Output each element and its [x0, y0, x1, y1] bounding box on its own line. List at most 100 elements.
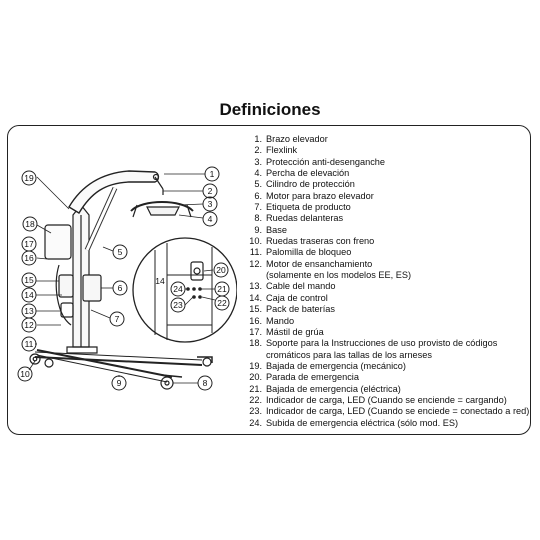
- definitions-list: 1. Brazo elevador 2. Flexlink 3. Protección a…: [240, 134, 536, 429]
- diagram-frame: [7, 125, 531, 435]
- definition-number: [240, 350, 266, 361]
- definition-item: (solamente en los modelos EE, ES): [240, 270, 536, 281]
- definition-text: Cable del mando: [266, 281, 336, 292]
- definition-number: 12.: [249, 258, 262, 269]
- callout-9: 9: [117, 378, 122, 388]
- callout-12: 12: [24, 320, 34, 330]
- callout-13: 13: [24, 306, 34, 316]
- callout-8: 8: [203, 378, 208, 388]
- definition-item: 11.Palomilla de bloqueo: [240, 247, 536, 258]
- definition-text: Brazo elevador: [266, 134, 328, 144]
- definition-text: Motor de ensanchamiento: [266, 258, 373, 269]
- definition-item: 12. Motor de ensanchamiento: [240, 259, 536, 270]
- callout-20: 20: [216, 265, 226, 275]
- definition-number: 5.: [254, 179, 262, 190]
- definition-item: 15. Pack de baterías: [240, 304, 536, 315]
- spreader-bar-illustration: [130, 189, 194, 218]
- definition-text: cromáticos para las tallas de los arnese…: [266, 349, 432, 360]
- definition-number: 1.: [254, 134, 262, 144]
- patient-lift-diagram: 1 2 3 4 5 6 7 8 9 10 11 12 13 14 15 16 1…: [17, 166, 237, 391]
- definition-text: Indicador de carga, LED (Cuando se encie…: [266, 406, 530, 417]
- definition-text: (solamente en los modelos EE, ES): [266, 270, 412, 281]
- definition-text: Subida de emergencia eléctrica (sólo mod…: [266, 417, 459, 428]
- definition-number: 18.: [249, 338, 262, 349]
- definition-item: 23. Indicador de carga, LED (Cuando se en…: [240, 406, 536, 417]
- mast-illustration: [66, 204, 98, 354]
- definition-text: Ruedas traseras con freno: [266, 236, 375, 247]
- callout-11: 11: [25, 339, 34, 349]
- definition-text: Cilindro de protección: [266, 179, 355, 190]
- definition-text: Mando: [266, 315, 295, 326]
- actuator-illustration: [84, 186, 118, 252]
- definition-text: Indicador de carga, LED (Cuando se encie…: [266, 394, 507, 405]
- rear-wheels-illustration: [29, 353, 54, 368]
- callout-16: 16: [24, 253, 34, 263]
- callout-10: 10: [20, 369, 30, 379]
- callout-17: 17: [24, 239, 34, 249]
- definition-number: 20.: [249, 372, 262, 383]
- definition-item: 5. Cilindro de protección: [240, 179, 536, 190]
- definition-number: 6.: [254, 190, 262, 201]
- definition-item: cromáticos para las tallas de los arnese…: [240, 350, 536, 361]
- definition-item: 14.Caja de control: [240, 293, 536, 304]
- definition-number: 9.: [254, 224, 262, 235]
- definition-number: 19.: [249, 360, 262, 371]
- callout-1: 1: [210, 169, 215, 179]
- definition-item: 18. Soporte para la Instrucciones de uso …: [240, 338, 536, 349]
- definition-number: 21.: [249, 383, 262, 394]
- definition-text: Percha de elevación: [266, 168, 350, 179]
- callout-14-inset: 14: [155, 276, 165, 286]
- callout-4: 4: [208, 214, 213, 224]
- definition-item: 3. Protección anti-desenganche: [240, 157, 536, 168]
- callout-21: 21: [217, 284, 227, 294]
- definition-number: 22.: [249, 394, 262, 405]
- definition-text: Pack de baterías: [266, 304, 335, 315]
- definition-item: 24. Subida de emergencia eléctrica (sólo …: [240, 418, 536, 429]
- definition-number: 14.: [249, 292, 262, 303]
- definition-number: 2.: [254, 145, 262, 156]
- definition-text: Soporte para la Instrucciones de uso pro…: [266, 338, 498, 349]
- base-illustration: [34, 349, 213, 383]
- callout-5: 5: [118, 247, 123, 257]
- definition-number: 24.: [249, 417, 262, 428]
- definition-item: 9. Base: [240, 225, 536, 236]
- definition-number: 7.: [254, 202, 262, 213]
- definition-number: 17.: [249, 326, 262, 337]
- definition-item: 21. Bajada de emergencia (eléctrica): [240, 384, 536, 395]
- definition-number: 4.: [254, 168, 262, 179]
- definition-number: 8.: [254, 213, 262, 224]
- definition-item: 19. Bajada de emergencia (mecánico): [240, 361, 536, 372]
- callout-markers: [17, 166, 230, 391]
- definition-text: Palomilla de bloqueo: [266, 247, 352, 258]
- definition-item: 17.Mástil de grúa: [240, 327, 536, 338]
- definition-text: Bajada de emergencia (eléctrica): [266, 383, 401, 394]
- definition-text: Base: [266, 224, 287, 235]
- definition-item: 8. Ruedas delanteras: [240, 213, 536, 224]
- definition-text: Bajada de emergencia (mecánico): [266, 360, 406, 371]
- definition-item: 10.Ruedas traseras con freno: [240, 236, 536, 247]
- definition-text: Motor para brazo elevador: [266, 190, 374, 201]
- definition-item: 1. Brazo elevador: [240, 134, 536, 145]
- control-box-illustration: [44, 224, 102, 326]
- definition-item: 6. Motor para brazo elevador: [240, 191, 536, 202]
- callout-6: 6: [118, 283, 123, 293]
- callout-3: 3: [208, 199, 213, 209]
- definition-text: Protección anti-desenganche: [266, 156, 386, 167]
- definition-number: 3.: [254, 156, 262, 167]
- callout-24: 24: [173, 284, 183, 294]
- definition-text: Flexlink: [266, 145, 298, 156]
- callout-23: 23: [173, 300, 183, 310]
- definition-item: 22. Indicador de carga, LED (Cuando se en…: [240, 395, 536, 406]
- definition-text: Ruedas delanteras: [266, 213, 344, 224]
- lift-arm-illustration: [68, 170, 164, 214]
- definition-number: 15.: [249, 304, 262, 315]
- callout-18: 18: [25, 219, 35, 229]
- definition-number: 23.: [249, 406, 262, 417]
- callout-2: 2: [208, 186, 213, 196]
- callout-19: 19: [24, 173, 34, 183]
- callout-22: 22: [217, 298, 227, 308]
- definition-text: Parada de emergencia: [266, 372, 359, 383]
- definition-item: 16.Mando: [240, 316, 536, 327]
- definition-text: Etiqueta de producto: [266, 202, 351, 213]
- definition-item: 7. Etiqueta de producto: [240, 202, 536, 213]
